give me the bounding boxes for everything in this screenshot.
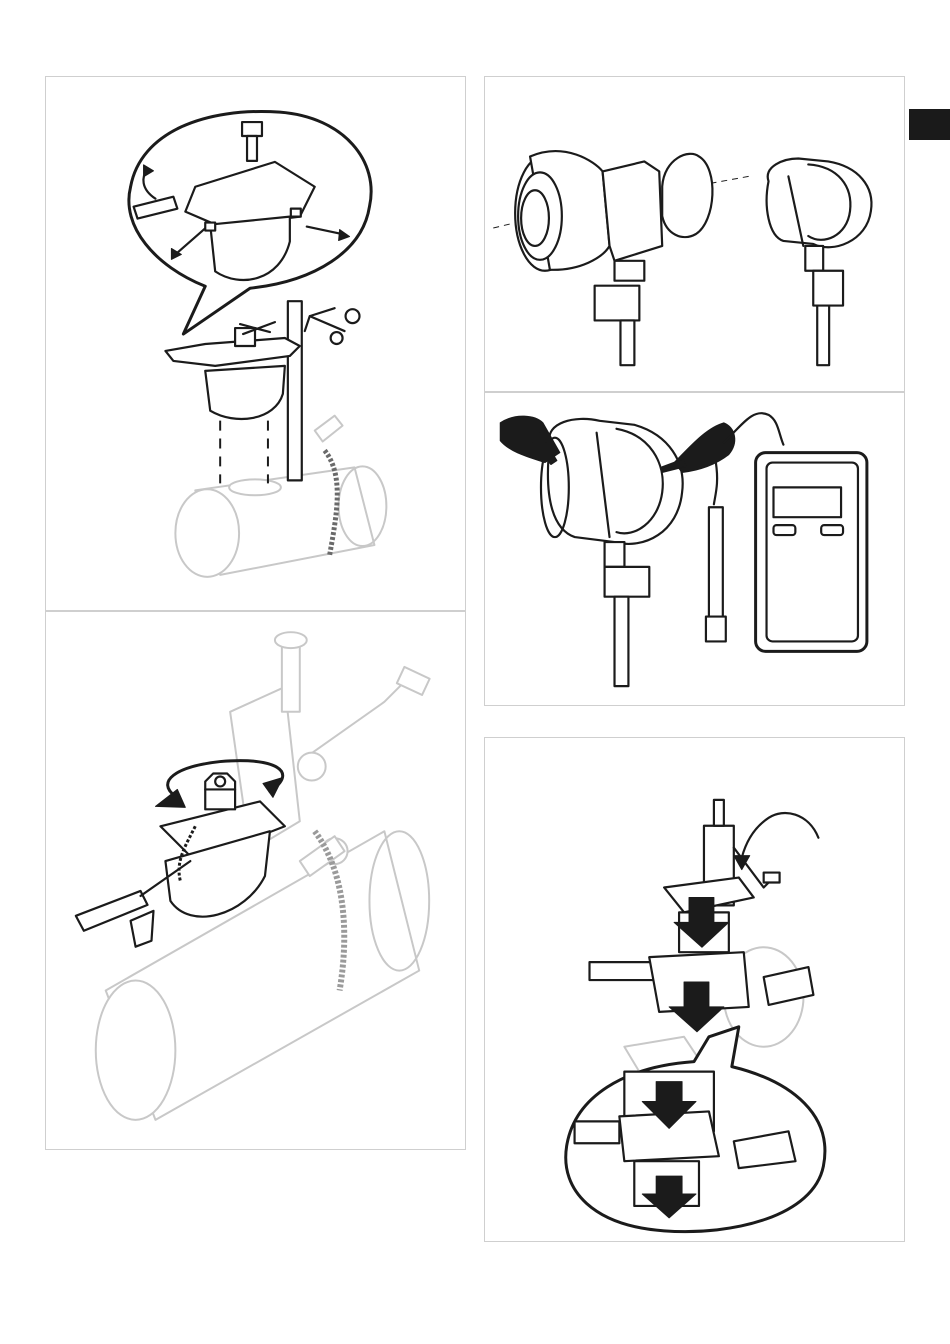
illustration-temperature-meter <box>485 393 904 705</box>
illustration-cutter-mount <box>46 77 465 610</box>
figure-press-buttons-meter <box>484 392 905 706</box>
figure-cutter-mount-zoom <box>45 76 466 611</box>
figure-heating-element-assembly <box>484 76 905 392</box>
illustration-lower-heater <box>485 738 904 1241</box>
figure-knob-rotate <box>45 611 466 1150</box>
chapter-tab-marker <box>909 109 950 140</box>
illustration-knob-rotate <box>46 612 465 1149</box>
figure-lower-heating-element <box>484 737 905 1242</box>
illustration-heating-element <box>485 77 904 391</box>
